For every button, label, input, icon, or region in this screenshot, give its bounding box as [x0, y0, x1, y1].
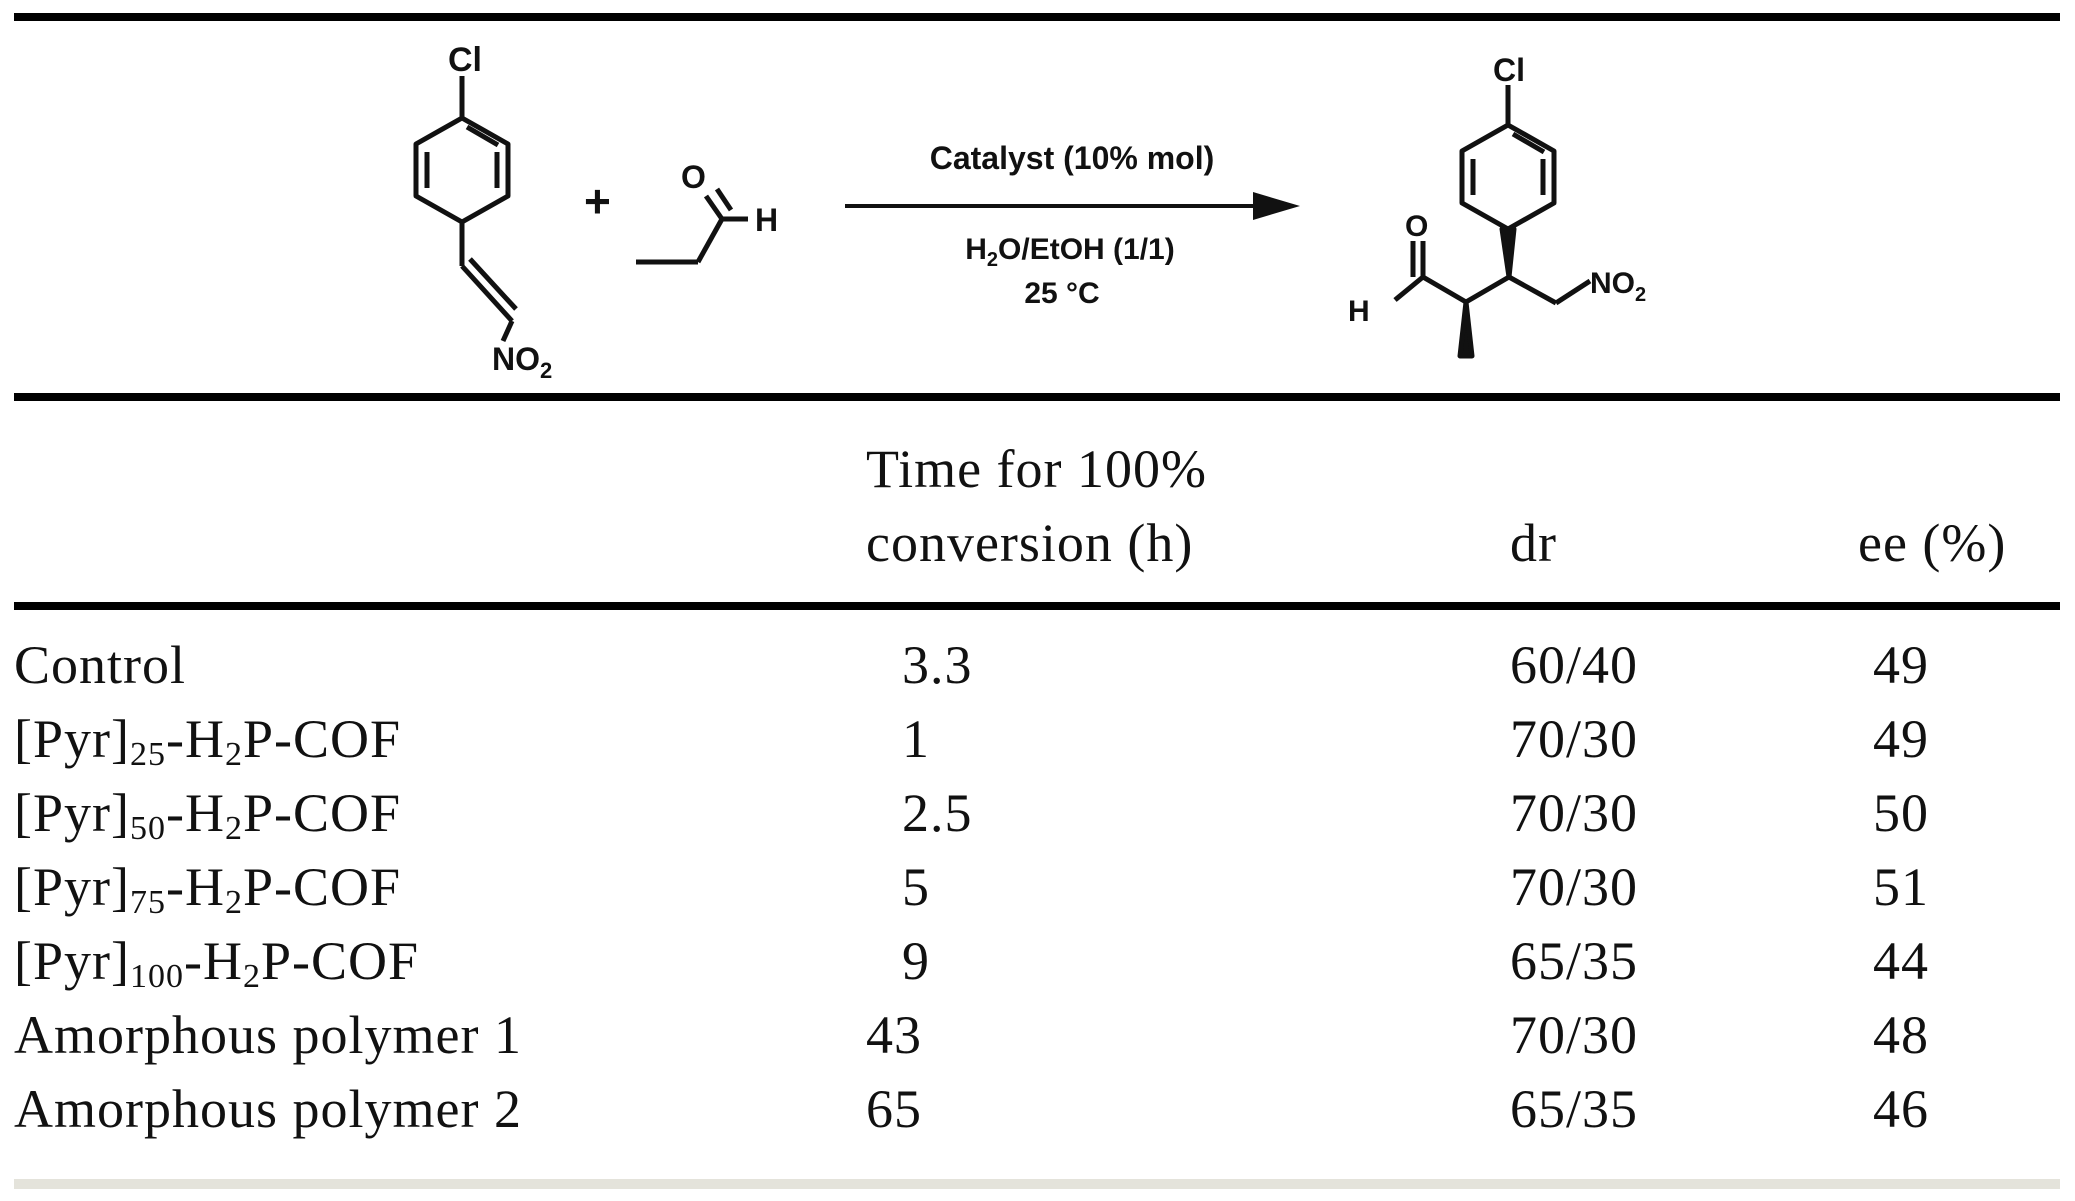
header-time-line2: conversion (h) — [866, 513, 1194, 573]
row-time: 5 — [902, 857, 930, 917]
row-ee: 50 — [1873, 783, 1929, 843]
product-cl-label: Cl — [1493, 52, 1525, 88]
row-time: 2.5 — [902, 783, 973, 843]
row-time: 3.3 — [902, 635, 973, 695]
reactant2-o-label: O — [681, 159, 706, 195]
reactant1-no2-label: NO2 — [492, 341, 552, 383]
arrow-temperature-label: 25 °C — [1024, 277, 1099, 310]
row-dr: 65/35 — [1510, 1079, 1639, 1139]
table-bottom-rule — [14, 1179, 2060, 1189]
row-ee: 49 — [1873, 635, 1929, 695]
row-ee: 48 — [1873, 1005, 1929, 1065]
top-rule — [14, 13, 2060, 21]
row-ee: 49 — [1873, 709, 1929, 769]
reaction-arrow — [845, 192, 1300, 220]
table-row: Amorphous polymer 2 65 65/35 46 — [0, 1072, 2075, 1146]
table-row: [Pyr]75-H2P-COF 5 70/30 51 — [0, 850, 2075, 924]
table-row: Amorphous polymer 1 43 70/30 48 — [0, 998, 2075, 1072]
row-catalyst-name: [Pyr]100-H2P-COF — [14, 931, 420, 995]
row-dr: 70/30 — [1510, 857, 1639, 917]
header-ee: ee (%) — [1858, 513, 2007, 573]
row-time: 9 — [902, 931, 930, 991]
row-catalyst-name: Control — [14, 635, 187, 695]
reactant-nitrostyrene — [413, 76, 518, 343]
row-time: 65 — [866, 1079, 922, 1139]
row-catalyst-name: [Pyr]50-H2P-COF — [14, 783, 402, 847]
row-ee: 51 — [1873, 857, 1929, 917]
product-no2-label: NO2 — [1590, 267, 1646, 306]
row-time: 43 — [866, 1005, 922, 1065]
row-time: 1 — [902, 709, 930, 769]
arrow-catalyst-label: Catalyst (10% mol) — [930, 140, 1215, 176]
row-catalyst-name: Amorphous polymer 2 — [14, 1079, 522, 1139]
table-row: [Pyr]100-H2P-COF 9 65/35 44 — [0, 924, 2075, 998]
table-row: Control 3.3 60/40 49 — [0, 628, 2075, 702]
row-dr: 70/30 — [1510, 783, 1639, 843]
plus-sign: + — [584, 175, 611, 227]
scheme-bottom-rule — [14, 393, 2060, 401]
header-rule — [14, 602, 2060, 610]
row-dr: 65/35 — [1510, 931, 1639, 991]
row-dr: 70/30 — [1510, 1005, 1639, 1065]
arrow-solvent-label: H2O/EtOH (1/1) — [965, 233, 1175, 271]
row-dr: 70/30 — [1510, 709, 1639, 769]
row-ee: 46 — [1873, 1079, 1929, 1139]
product-molecule — [1393, 85, 1592, 359]
header-time-line1: Time for 100% — [866, 439, 1208, 499]
row-catalyst-name: [Pyr]25-H2P-COF — [14, 709, 402, 773]
row-ee: 44 — [1873, 931, 1929, 991]
product-o-label: O — [1405, 210, 1428, 243]
product-h-label: H — [1348, 295, 1370, 328]
reactant-propanal — [636, 187, 748, 265]
row-dr: 60/40 — [1510, 635, 1639, 695]
reaction-scheme: Cl NO2 + O H Catalyst (10% mol) H2O/EtOH… — [413, 41, 1646, 383]
row-catalyst-name: [Pyr]75-H2P-COF — [14, 857, 402, 921]
table-row: [Pyr]25-H2P-COF 1 70/30 49 — [0, 702, 2075, 776]
reactant2-h-label: H — [755, 202, 778, 238]
reactant1-cl-label: Cl — [448, 41, 482, 79]
table-row: [Pyr]50-H2P-COF 2.5 70/30 50 — [0, 776, 2075, 850]
header-dr: dr — [1510, 513, 1557, 573]
row-catalyst-name: Amorphous polymer 1 — [14, 1005, 522, 1065]
